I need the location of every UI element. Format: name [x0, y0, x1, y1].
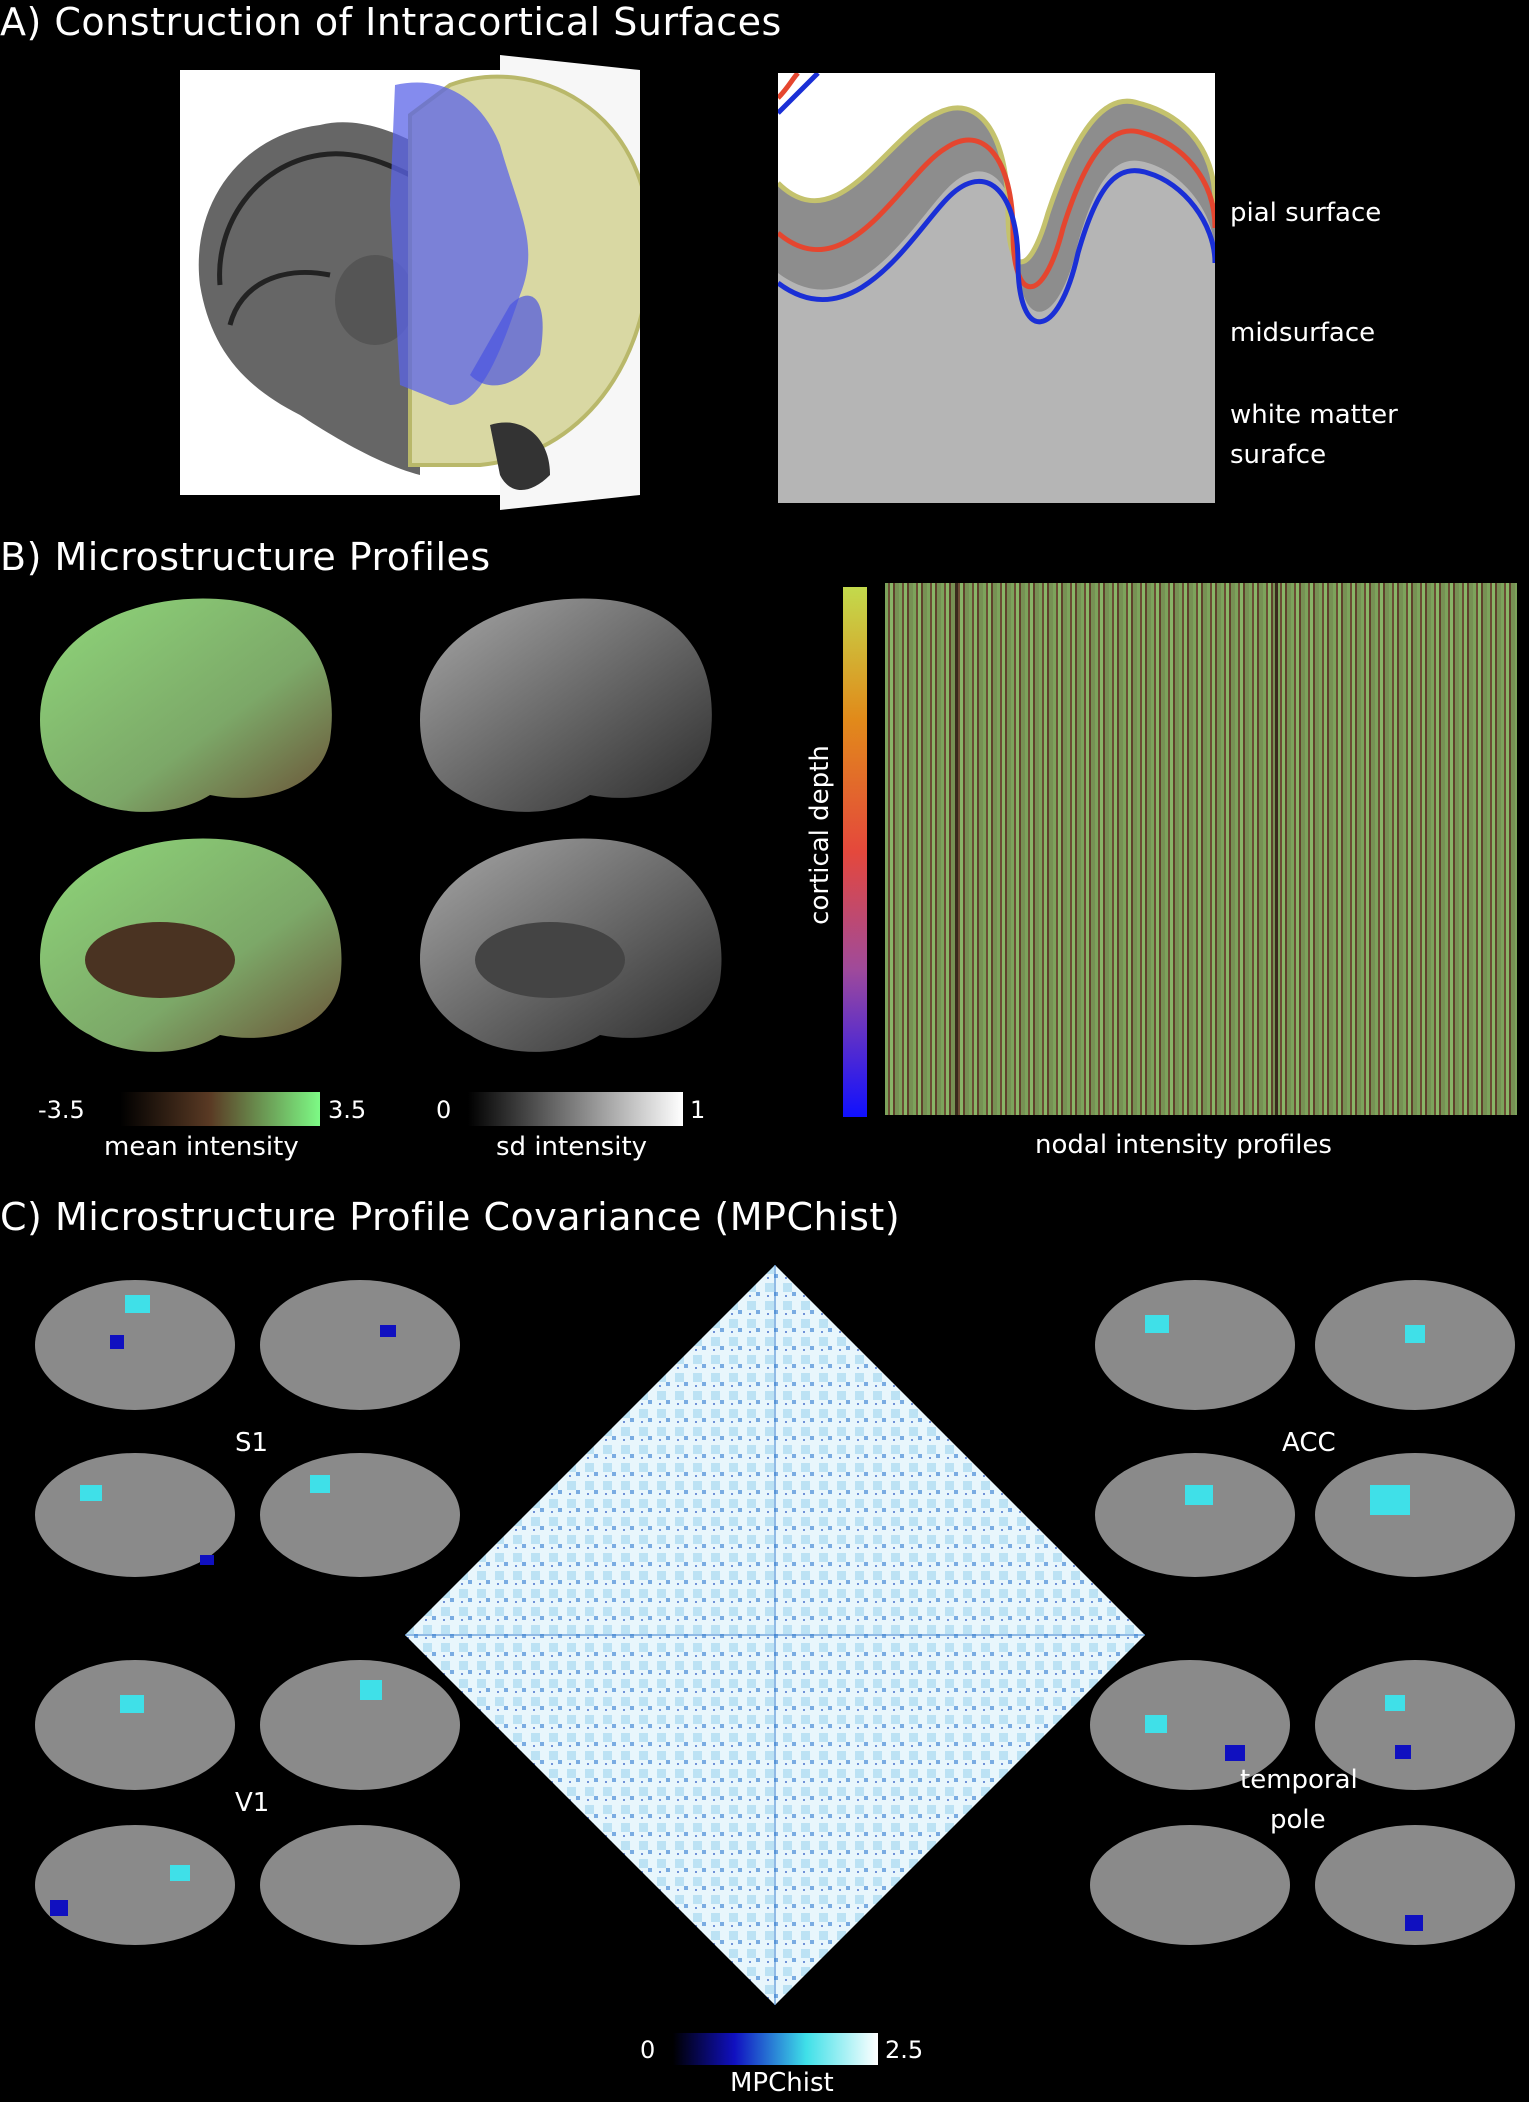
sd-bar-min: 0 — [436, 1096, 452, 1124]
nodal-profiles-label: nodal intensity profiles — [1035, 1130, 1332, 1160]
pial-surface-label: pial surface — [1230, 198, 1382, 228]
mpchist-colorbar — [673, 2033, 878, 2065]
sd-intensity-label: sd intensity — [496, 1132, 648, 1162]
sd-bar-max: 1 — [690, 1096, 706, 1124]
panel-b-title: B) Microstructure Profiles — [0, 535, 491, 579]
s1-v1-brain-maps — [35, 1280, 460, 1945]
cortical-depth-colorbar — [843, 587, 867, 1117]
acc-label: ACC — [1282, 1428, 1336, 1458]
sd-intensity-colorbar — [468, 1092, 683, 1126]
mean-bar-max: 3.5 — [328, 1096, 367, 1124]
temporal-pole-label-line1: temporal — [1240, 1765, 1358, 1795]
mean-intensity-label: mean intensity — [104, 1132, 299, 1162]
midsurface-label: midsurface — [1230, 318, 1376, 348]
panel-a-title: A) Construction of Intracortical Surface… — [0, 0, 782, 44]
mean-intensity-colorbar — [120, 1092, 320, 1126]
acc-tp-brain-maps — [1090, 1280, 1515, 1945]
microstructure-brain-maps — [40, 598, 722, 1052]
white-matter-label-line1: white matter — [1230, 400, 1398, 430]
cortical-depth-label: cortical depth — [805, 745, 835, 925]
temporal-pole-label-line2: pole — [1270, 1805, 1326, 1835]
brain-3d-render — [180, 55, 640, 510]
s1-label: S1 — [235, 1428, 269, 1458]
mpchist-bar-max: 2.5 — [885, 2036, 924, 2064]
cortex-surface-closeup — [778, 73, 1215, 503]
panel-c-title: C) Microstructure Profile Covariance (MP… — [0, 1195, 901, 1239]
mpchist-bar-min: 0 — [640, 2036, 656, 2064]
mpchist-label: MPChist — [730, 2068, 834, 2098]
white-matter-label-line2: surafce — [1230, 440, 1327, 470]
mpc-covariance-matrix — [405, 1265, 1145, 2005]
nodal-profiles-heatmap — [885, 583, 1517, 1115]
v1-label: V1 — [235, 1788, 270, 1818]
mean-bar-min: -3.5 — [38, 1096, 85, 1124]
